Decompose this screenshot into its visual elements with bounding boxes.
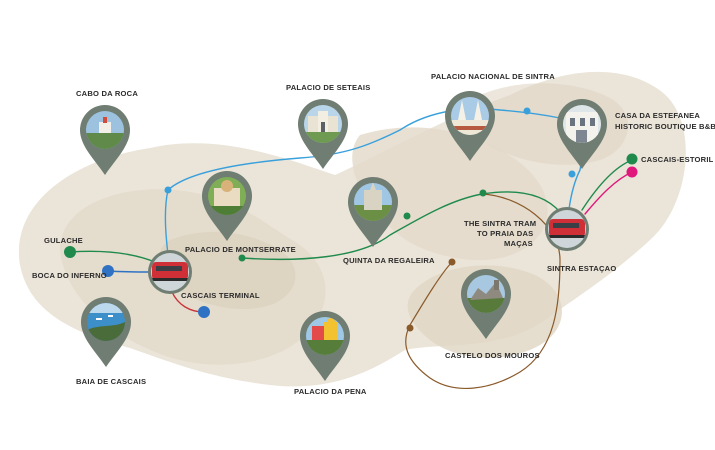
route-blue <box>164 107 561 273</box>
route-green-estoril <box>581 159 633 211</box>
stop-dot <box>523 107 531 115</box>
pin-quinta-da-regaleira[interactable] <box>348 177 398 247</box>
stop-cascais-estoril-magenta[interactable] <box>626 166 638 178</box>
stop-dot <box>479 189 487 197</box>
stop-dot <box>568 170 576 178</box>
label-sintra-tram-1: THE SINTRA TRAM <box>464 219 536 228</box>
label-cascais-terminal: CASCAIS TERMINAL <box>181 291 260 300</box>
route-green-gulache <box>69 250 156 263</box>
stop-dot <box>238 254 246 262</box>
stop-dot <box>164 186 172 194</box>
pin-casa-da-estefanea[interactable] <box>557 99 607 169</box>
pin-palacio-de-montserrate[interactable] <box>202 171 252 241</box>
label-casa-da-estefanea-1: CASA DA ESTEFANEA <box>615 111 700 120</box>
stop-gulache[interactable] <box>64 246 76 258</box>
stop-cascais-terminal[interactable] <box>198 306 210 318</box>
station-cascais-terminal[interactable] <box>148 250 192 294</box>
stop-dot <box>448 258 456 266</box>
train-icon <box>548 210 586 248</box>
label-sintra-tram-2: TO PRAIA DAS <box>477 229 533 238</box>
label-casa-da-estefanea-2: HISTORIC BOUTIQUE B&B <box>615 122 715 131</box>
pin-palacio-de-seteais[interactable] <box>298 99 348 169</box>
label-quinta-da-regaleira: QUINTA DA REGALEIRA <box>343 256 435 265</box>
station-sintra-estacao[interactable] <box>545 207 589 251</box>
stop-boca-do-inferno[interactable] <box>102 265 114 277</box>
label-cabo-da-roca: CABO DA ROCA <box>76 89 138 98</box>
label-castelo-dos-mouros: CASTELO DOS MOUROS <box>445 351 540 360</box>
label-cascais-estoril: CASCAIS-ESTORIL <box>641 155 714 164</box>
pin-baia-de-cascais[interactable] <box>80 296 132 367</box>
label-gulache: GULACHE <box>44 236 83 245</box>
pin-palacio-da-pena[interactable] <box>300 311 350 381</box>
label-palacio-nacional-de-sintra: PALACIO NACIONAL DE SINTRA <box>431 72 555 81</box>
label-palacio-da-pena: PALACIO DA PENA <box>294 387 367 396</box>
pin-palacio-nacional-de-sintra[interactable] <box>445 91 495 161</box>
label-sintra-tram-3: MAÇAS <box>504 239 533 248</box>
pin-cabo-da-roca[interactable] <box>80 105 130 175</box>
route-green <box>241 191 561 261</box>
stop-dot <box>403 212 411 220</box>
label-baia-de-cascais: BAIA DE CASCAIS <box>76 377 146 386</box>
label-palacio-de-montserrate: PALACIO DE MONTSERRATE <box>185 245 296 254</box>
place-labels: CABO DA ROCA PALACIO DE SETEAIS PALACIO … <box>32 72 715 396</box>
label-boca-do-inferno: BOCA DO INFERNO <box>32 271 107 280</box>
pin-castelo-dos-mouros[interactable] <box>460 268 512 339</box>
stop-cascais-estoril-green[interactable] <box>626 153 638 165</box>
label-sintra-estacao: SINTRA ESTAÇAO <box>547 264 616 273</box>
train-icon <box>151 253 189 291</box>
label-palacio-de-seteais: PALACIO DE SETEAIS <box>286 83 370 92</box>
route-stops <box>64 107 638 332</box>
stop-dot <box>406 324 414 332</box>
